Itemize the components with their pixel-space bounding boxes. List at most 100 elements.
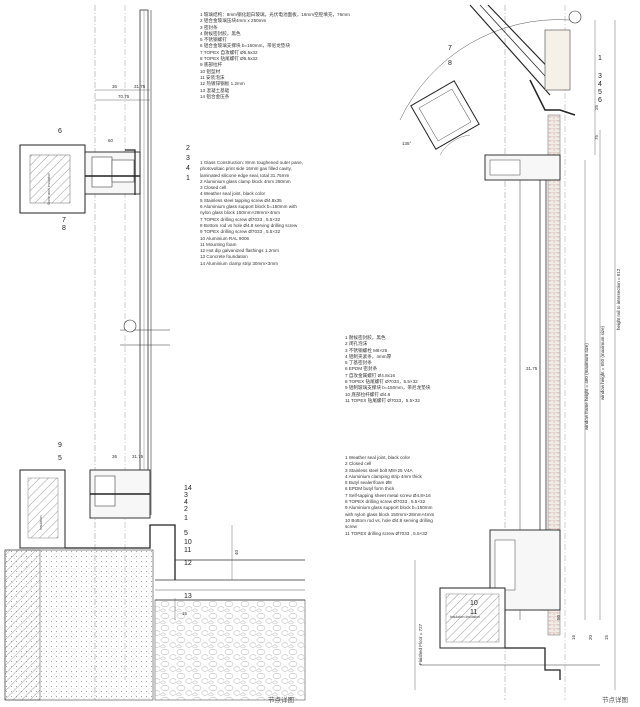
note-item: 11 安装泡沫 xyxy=(200,74,225,80)
dimension-label: 36 xyxy=(112,84,118,89)
callout-number: 13 xyxy=(184,593,192,600)
note-item: 9 底部拉杆 xyxy=(200,62,223,68)
dimension-label: 135° xyxy=(402,141,412,146)
note-item: 7 Self-tapping sheet metal screw Ø4.8×16 xyxy=(345,492,431,498)
note-item: 10 Aluminium RAL 9006 xyxy=(200,235,250,241)
callout-number: 9 xyxy=(58,442,62,449)
dimension-label: 20 xyxy=(588,634,593,640)
callout-number: 1 xyxy=(184,515,188,522)
note-item: 12 Hot dip galvanized flashings 1.2mm xyxy=(200,248,279,254)
note-item: 4 Weather seal joint, black color xyxy=(200,191,266,197)
callout-number: 8 xyxy=(448,60,452,67)
note-item: 7 TOPEX 自攻螺钉 Ø5.5x32 xyxy=(200,49,258,55)
as-markers xyxy=(123,10,582,333)
right-detail xyxy=(399,4,616,700)
note-item: 2 Aluminium glass clamp block 4mm 250mm xyxy=(200,178,291,184)
callout-number: 11 xyxy=(184,547,191,554)
note-item: 6 铝合金玻璃支撑块 b=150mm，带尼龙垫块 xyxy=(200,43,290,49)
callout-number: 1 xyxy=(186,175,190,182)
note-item: 9 铝制玻璃支撑块 b=150mm，带尼龙垫块 xyxy=(345,385,431,391)
callout-number: 4 xyxy=(186,165,190,172)
callout-number: 10 xyxy=(184,539,192,546)
dimension-label: height rail to intersection = 612 xyxy=(616,268,621,330)
note-item: 9 TOPEX drilling screw Ø7033 , 5.5×32 xyxy=(200,229,281,235)
callout-number: 3 xyxy=(186,155,190,162)
note-item: 6 Aluminium glass support block b=150mm … xyxy=(200,204,297,210)
callout-number: 5 xyxy=(184,530,188,537)
note-item: 13 混凝土基础 xyxy=(200,87,230,93)
callout-number: 2 xyxy=(186,145,190,152)
note-item: 3 不锈钢螺栓 M8×25 xyxy=(345,347,388,353)
callout-number: 6 xyxy=(598,97,602,104)
note-item: 8 Bottom rod vs hole Ø4.8 serving drilli… xyxy=(200,222,298,228)
note-item: nylon glass block 150mm×28mm×4mm xyxy=(200,210,280,216)
note-item: 11 TOPEX drilling screw Ø7033 , 5.5×32 xyxy=(345,530,428,536)
callout-number: 10 xyxy=(470,600,478,607)
insulation-label-bottom: Insulation xyxy=(39,515,43,530)
note-item: 4 Aluminium clamping strip 4mm thick xyxy=(345,473,422,479)
note-item: 3 密封条 xyxy=(200,24,218,30)
note-item: 5 Butyl sealer/foam Ø8 xyxy=(345,480,392,486)
note-item: with nylon glass block 150mm×28mm×4mm xyxy=(345,511,435,517)
note-item: 7 TOPEX drilling screw Ø7033 , 5.5×32 xyxy=(200,216,281,222)
note-item: 10 底部拉杆螺钉 Ø4.8 xyxy=(345,391,391,397)
note-item: 11 TOPEX 钻尾螺钉 Ø7033，5.5×32 xyxy=(345,397,420,403)
note-item: 5 丁基密封条 xyxy=(345,360,372,366)
insulation-label-right: Insulation Insulation xyxy=(450,615,480,619)
note-item: 5 Stainless steel tapping screw Ø4.8x35 xyxy=(200,197,282,203)
dimension-label: 36 xyxy=(112,454,118,459)
dimension-label: 60 xyxy=(108,138,114,143)
note-item: 1 玻璃结构：8mm钢化超白玻璃，光伏电池面板，16mm空腔填充，76mm xyxy=(200,12,350,17)
dimension-label: 25 xyxy=(594,104,599,110)
note-item: 10 铝型材 xyxy=(200,68,221,74)
callout-number: 5 xyxy=(598,89,602,96)
callout-number: 2 xyxy=(184,506,188,513)
dimension-label: 15 xyxy=(604,634,609,640)
dimension-label: 31.75 xyxy=(134,84,146,89)
callout-number: 6 xyxy=(58,128,62,135)
note-item: laminated silicone edge seal, total 31.7… xyxy=(200,172,290,178)
dimension-label: 15 xyxy=(182,611,188,616)
note-item: 8 TOPEX 钻尾螺钉 Ø5.5x32 xyxy=(200,56,258,62)
dimension-label: window height = 650 (maximum size) xyxy=(600,325,605,400)
caption-left: 节点详图 xyxy=(268,696,294,704)
dimension-label: 50 xyxy=(556,614,561,620)
callout-number: 4 xyxy=(598,81,602,88)
callout-number: 1 xyxy=(598,55,602,62)
note-item: 13 Concrete foundation xyxy=(200,254,248,260)
callout-number: 7 xyxy=(448,45,452,52)
callout-number: 12 xyxy=(184,560,192,567)
callout-number: 4 xyxy=(184,499,188,506)
note-item: 14 铝合金压条 xyxy=(200,93,230,99)
caption-right: 节点详图 xyxy=(602,696,628,704)
note-item: 4 铝制夹紧条，4mm厚 xyxy=(345,353,392,359)
dimension-label: 31.75 xyxy=(132,454,144,459)
note-item: screw xyxy=(345,524,357,530)
dimension-label: window frame height = 480 (maximum size) xyxy=(584,343,589,430)
note-item: 4 耐候密封胶，黑色 xyxy=(200,30,241,36)
note-item: 6 EPDM butyl form thick xyxy=(345,486,395,492)
callout-number: 11 xyxy=(470,609,477,616)
left-detail xyxy=(4,5,306,701)
callout-number: 5 xyxy=(58,455,62,462)
note-item: 3 Stainless steel bolt M8×25 V4A xyxy=(345,467,413,473)
dimension-label: 31.75 xyxy=(526,366,538,371)
dimension-label: Finished Floor = 727 xyxy=(418,623,423,665)
note-item: photovoltaic print side 16mm gas filled … xyxy=(200,166,292,172)
note-item: 12 热镀锌钢板 1.2mm xyxy=(200,81,245,87)
note-item: 11 Mounting foam xyxy=(200,241,237,247)
note-item: 2 铝合金玻璃压块4mm x 250mm xyxy=(200,18,267,24)
dimension-label: 75 xyxy=(594,134,599,140)
note-item: 3 Closed cell xyxy=(200,185,227,191)
notes-left-english: 1 Glass Construction: 8mm toughened oute… xyxy=(200,160,303,267)
note-item: 8 TOPEX 钻尾螺钉 Ø7033，5.5×32 xyxy=(345,379,418,385)
dimension-label: 16 xyxy=(571,634,576,640)
callout-number: 14 xyxy=(184,485,192,492)
note-item: 1 Glass Construction: 8mm toughened oute… xyxy=(200,160,303,165)
note-item: 2 闭孔泡沫 xyxy=(345,341,368,347)
